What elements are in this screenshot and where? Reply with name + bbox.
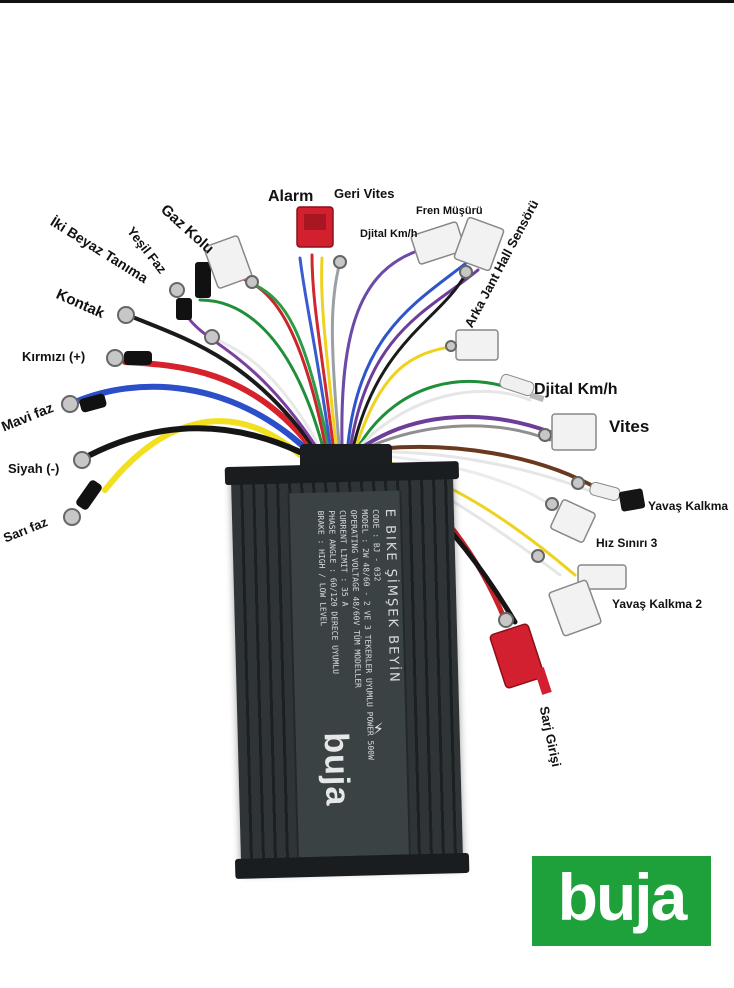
label-siyah: Siyah (-) <box>8 461 60 476</box>
wire-black-siyah <box>87 425 303 458</box>
controller-box: E BIKE ŞİMŞEK BEYİN CODE : BJ - 032 MODE… <box>224 461 470 879</box>
wire-gray-vites <box>364 424 552 450</box>
bullet-yesil-faz <box>176 298 192 320</box>
wire-purple <box>188 318 317 447</box>
sleeve-mavi <box>79 393 107 413</box>
sleeve-sari <box>76 480 102 510</box>
label-geri-vites: Geri Vites <box>334 186 395 201</box>
ring-terminal-mavi <box>61 395 79 413</box>
wire-black-hall <box>352 273 467 446</box>
connector-vites <box>551 413 597 451</box>
connectors <box>61 206 646 695</box>
wire-yellow-geri <box>320 256 338 446</box>
brand-logo: buja <box>532 856 711 946</box>
label-djital-kmh-top: Djital Km/h <box>360 228 418 240</box>
ring-terminal-hall <box>459 265 473 279</box>
wire-blue-mavi-faz <box>72 383 308 451</box>
connector-hall-small <box>455 329 499 361</box>
wire-yellow-sari-faz <box>102 418 303 493</box>
ring-terminal-yavas2 <box>531 549 545 563</box>
wire-blue-alarm <box>298 256 332 446</box>
controller-brand: buja <box>316 731 357 807</box>
connector-hiz <box>550 499 596 543</box>
wire-red-alarm <box>310 253 335 446</box>
wire-white-djital <box>360 389 532 446</box>
wire-green-gaz <box>253 283 330 446</box>
wires <box>72 248 602 625</box>
label-yavas-kalkma: Yavaş Kalkma <box>648 499 729 513</box>
ring-terminal-kirmizi <box>106 349 124 367</box>
connector-hall <box>453 216 505 272</box>
ring-terminal-yavas <box>571 476 585 490</box>
wire-white-iki-beyaz <box>213 336 320 446</box>
ring-terminal-sari <box>63 508 81 526</box>
label-vites: Vites <box>609 417 650 436</box>
label-fren-musuru: Fren Müşürü <box>416 205 483 217</box>
ring-terminal-yesil <box>169 282 185 298</box>
label-hiz-siniri: Hız Sınırı 3 <box>596 536 658 550</box>
sleeve-kirmizi <box>124 351 152 365</box>
ring-terminal-hiz <box>545 497 559 511</box>
label-kirmizi: Kırmızı (+) <box>22 349 86 364</box>
wire-white-hiz <box>370 453 562 514</box>
sleeve-djital-right <box>499 373 535 397</box>
wire-purple-vites <box>362 414 552 448</box>
label-alarm: Alarm <box>268 188 314 205</box>
sleeve-yavas <box>589 481 621 502</box>
ring-terminal-gaz <box>245 275 259 289</box>
connector-sarj <box>489 623 545 689</box>
ring-terminal-sarj <box>498 612 514 628</box>
lightning-icon: ⚡ <box>372 721 385 739</box>
label-djital-kmh-right: Djital Km/h <box>534 381 618 398</box>
ring-terminal-siyah <box>73 451 91 469</box>
wire-gray-geri <box>330 260 342 446</box>
connector-yavas2-b <box>548 579 602 637</box>
label-yavas-kalkma-2: Yavaş Kalkma 2 <box>612 597 703 611</box>
brand-logo-text: buja <box>557 860 688 934</box>
bullet-iki-beyaz <box>195 262 211 298</box>
top-border <box>0 0 734 3</box>
wire-purple-djital <box>340 248 422 446</box>
wire-blue-hall <box>346 258 472 446</box>
ring-terminal-vites <box>538 428 552 442</box>
controller-spec-label: E BIKE ŞİMŞEK BEYİN CODE : BJ - 032 MODE… <box>315 509 404 762</box>
connector-gaz-kolu <box>203 235 253 289</box>
connector-yavas2-a <box>577 564 627 590</box>
ring-terminal-kontak <box>117 306 135 324</box>
ring-terminal-beyaz <box>204 329 220 345</box>
ring-terminal-djital <box>333 255 347 269</box>
connector-fren <box>410 221 466 265</box>
connector-yavas <box>618 488 646 512</box>
wire-green-yesil <box>198 298 324 446</box>
wire-black-kontak <box>133 316 314 447</box>
